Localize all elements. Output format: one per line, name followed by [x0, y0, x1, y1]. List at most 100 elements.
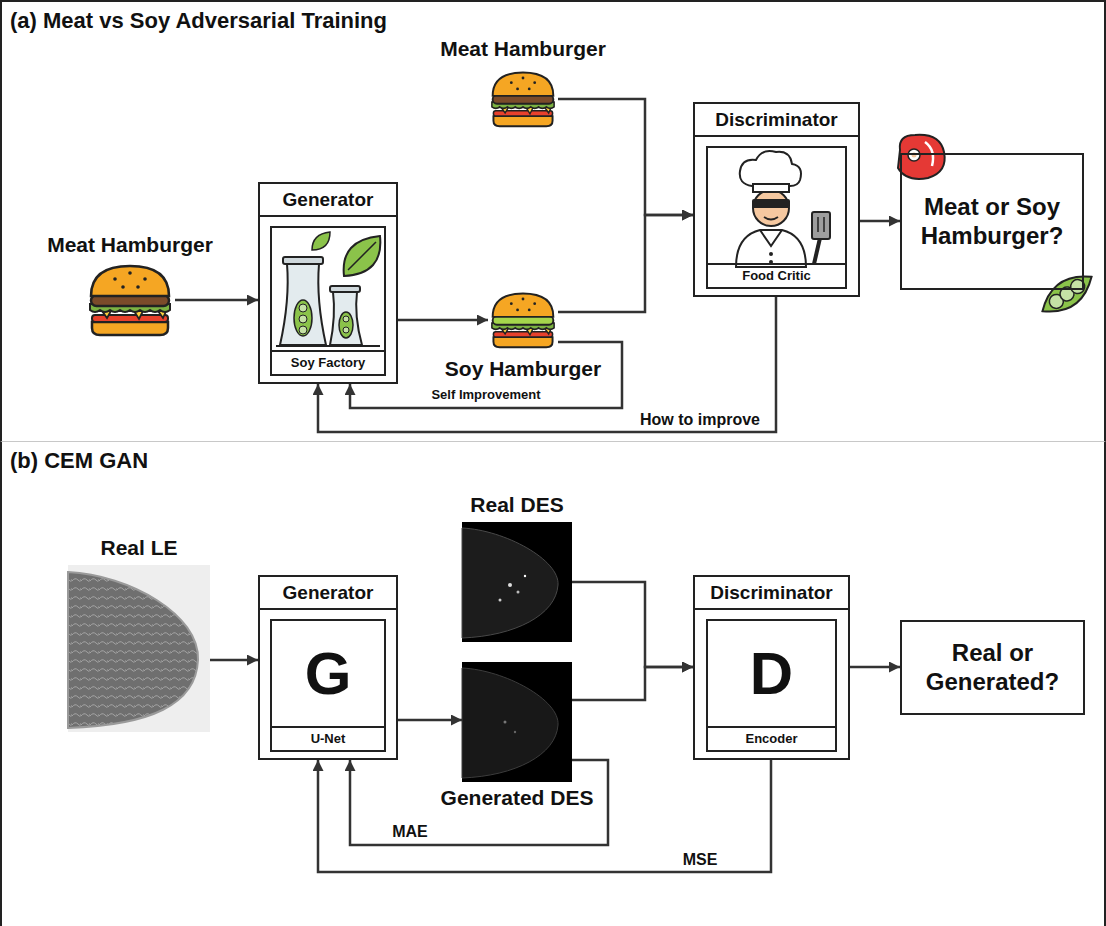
breast-tissue: [68, 572, 198, 728]
connector-arrow: [850, 666, 900, 669]
soy-pod: [294, 300, 312, 336]
edge-label-text: Self Improvement: [428, 388, 543, 403]
model-box: GeneratorGU-Net: [258, 575, 398, 760]
box-caption: U-Net: [272, 726, 384, 750]
panel-title: (a) Meat vs Soy Adversarial Training: [10, 8, 387, 34]
image-label: Soy Hamburger: [445, 357, 601, 381]
image-node: Soy Hamburger: [488, 287, 558, 353]
breast-tissue: [462, 528, 558, 638]
model-letter: G: [272, 621, 384, 726]
connector-arrow: [398, 719, 462, 722]
soy-pod: [339, 312, 353, 338]
generated-subtracted-image: [462, 662, 572, 782]
model-letter: D: [708, 621, 835, 726]
image-label: Meat Hamburger: [440, 37, 606, 61]
low-energy-mammogram: [68, 565, 210, 732]
output-label: Meat or Soy Hamburger?: [902, 193, 1082, 251]
connector-arrow: [860, 220, 900, 223]
soy-bean: [343, 327, 349, 333]
leaf: [312, 232, 330, 250]
image-label: Real DES: [470, 493, 563, 517]
chef-mouth: [764, 217, 778, 220]
output-label: Real or Generated?: [902, 639, 1083, 697]
chef-hat: [740, 151, 801, 186]
output-box: Meat or Soy Hamburger?: [900, 153, 1084, 290]
spatula-blade: [812, 212, 830, 239]
chef-icon: [736, 151, 830, 267]
coat-collar: [760, 230, 782, 246]
image-node: Meat Hamburger: [85, 262, 175, 338]
image-label: Generated DES: [441, 786, 594, 810]
hat-band: [753, 184, 789, 192]
inner-panel: DEncoder: [706, 619, 837, 752]
breast-tissue: [462, 668, 558, 778]
connector-arrow: [398, 319, 488, 322]
connector-arrow: [558, 215, 693, 312]
model-box: DiscriminatorDEncoder: [693, 575, 850, 760]
enhancement-spot: [517, 591, 520, 594]
connector-arrow: [572, 582, 693, 667]
soy-bean: [299, 304, 307, 312]
soy-bean: [299, 326, 307, 334]
bean-pod: [1035, 266, 1099, 322]
coat-button: [769, 252, 773, 256]
box-caption: Encoder: [708, 726, 835, 750]
bean: [1068, 277, 1087, 296]
box-header: Discriminator: [695, 104, 858, 137]
edge-label: How to improve: [637, 411, 763, 429]
chef-face: [753, 190, 789, 226]
tower-rim: [283, 257, 323, 264]
leaf-vein: [348, 242, 376, 270]
enhancement-spot: [514, 731, 516, 733]
image-node: Generated DES: [462, 662, 572, 782]
soy-bean: [343, 316, 349, 322]
connector-arrow: [318, 760, 771, 872]
soy-bean: [299, 315, 307, 323]
box-header: Discriminator: [695, 577, 848, 610]
edge-label-text: MAE: [389, 823, 431, 841]
edge-label-text: How to improve: [637, 411, 763, 429]
enhancement-spot: [504, 721, 507, 724]
soy-burger-icon: [492, 294, 554, 348]
meat-burger-icon: [90, 266, 170, 335]
image-ground: [462, 522, 572, 642]
connector-arrow: [572, 667, 693, 700]
image-ground: [68, 565, 210, 732]
connector-arrow: [175, 299, 258, 302]
image-node: Meat Hamburger: [488, 66, 558, 132]
enhancement-spot: [499, 599, 502, 602]
connector-arrow: [350, 342, 622, 408]
meat-burger-icon: [492, 73, 554, 127]
image-label: Meat Hamburger: [47, 233, 213, 257]
box-header: Generator: [260, 184, 396, 217]
image-ground: [462, 662, 572, 782]
soy-factory-icon: [276, 232, 380, 346]
steak: [898, 135, 945, 179]
edge-label: Self Improvement: [428, 388, 543, 403]
image-node: Real DES: [462, 522, 572, 642]
inner-panel: Soy Factory: [270, 226, 386, 376]
inner-panel: GU-Net: [270, 619, 386, 752]
soy-bean-icon: [1035, 266, 1099, 322]
panel: (a) Meat vs Soy Adversarial TrainingMeat…: [0, 0, 1106, 442]
panel: (b) CEM GAN Real LE GeneratorGU-Net Real DE…: [0, 442, 1106, 926]
output-box: Real or Generated?: [900, 620, 1085, 715]
model-box: DiscriminatorFood Critic: [693, 102, 860, 297]
box-caption: Food Critic: [708, 263, 845, 287]
connector-arrow: [558, 99, 693, 215]
steak-icon: [898, 135, 945, 179]
connector-arrow: [350, 760, 608, 845]
enhancement-spot: [524, 575, 526, 577]
spatula-slot: [823, 217, 825, 232]
edge-label: MSE: [680, 851, 721, 869]
blindfold: [752, 199, 790, 208]
leaf: [344, 236, 381, 276]
panel-title: (b) CEM GAN: [10, 448, 148, 474]
model-box: GeneratorSoy Factory: [258, 182, 398, 384]
image-node: Real LE: [68, 565, 210, 732]
box-header: Generator: [260, 577, 396, 610]
edge-label-text: MSE: [680, 851, 721, 869]
factory-tower: [330, 292, 362, 345]
spatula-handle: [814, 238, 820, 264]
